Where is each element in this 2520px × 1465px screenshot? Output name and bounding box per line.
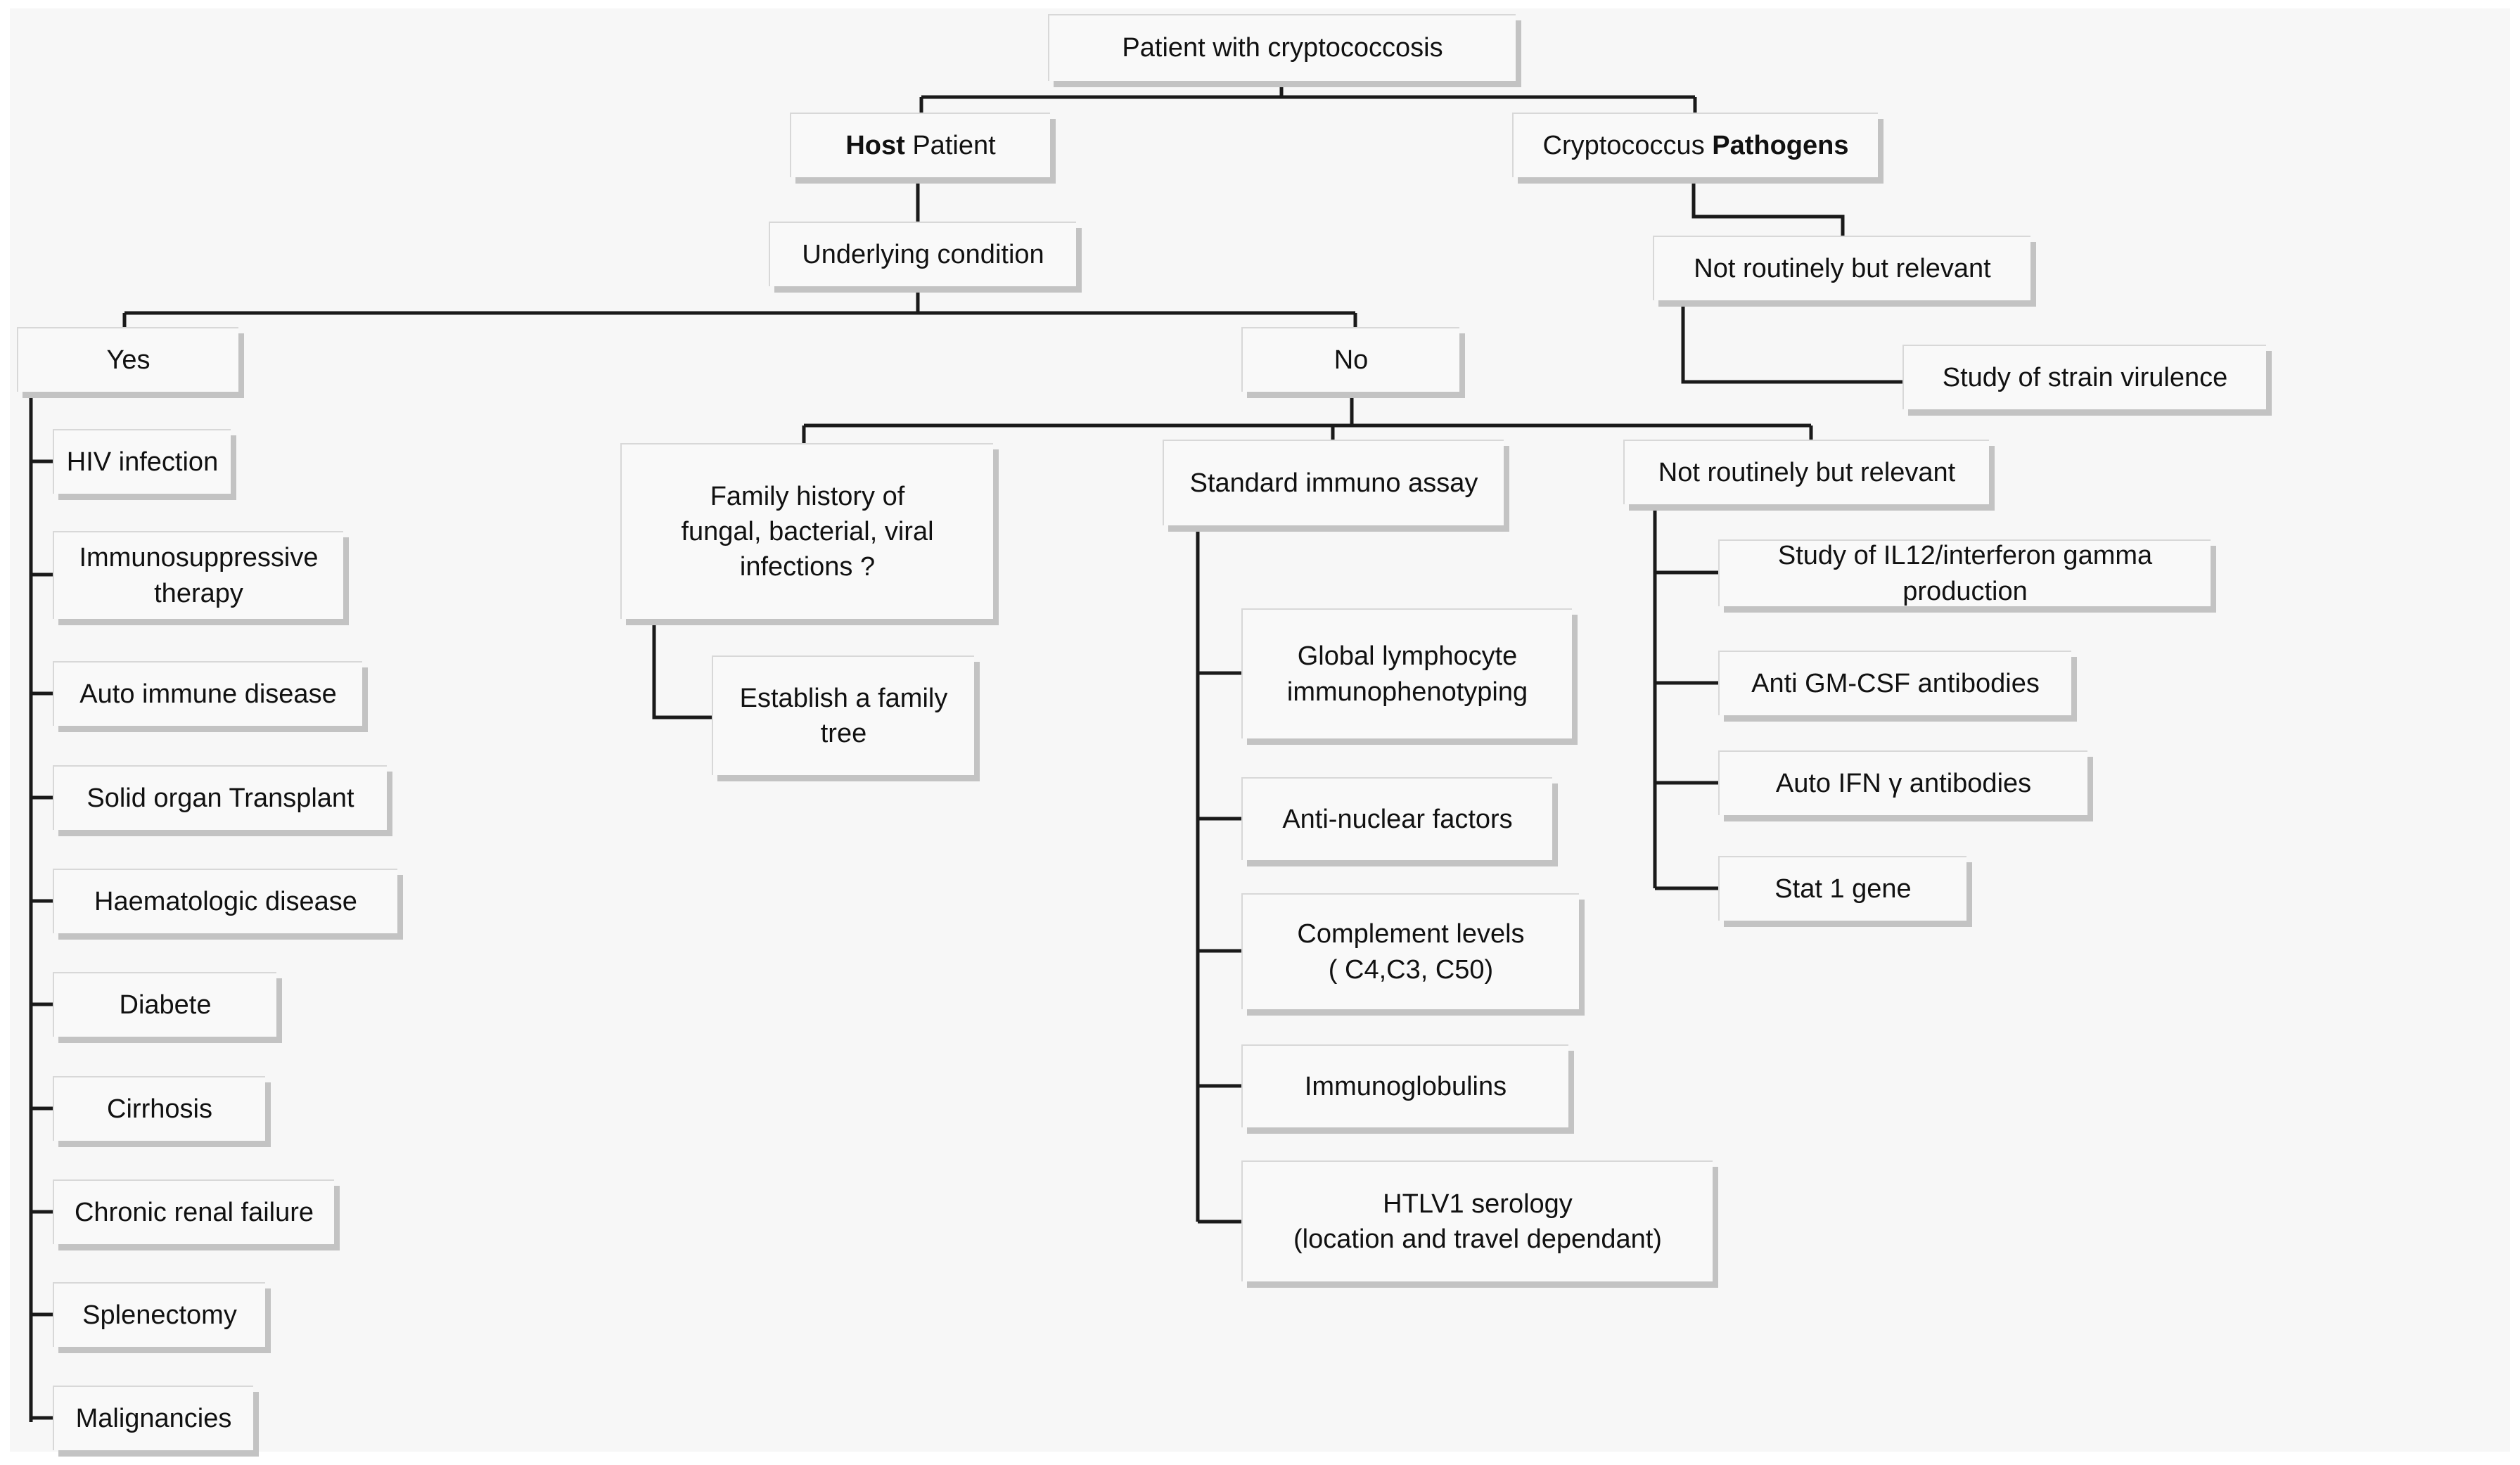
no-relevant-node: Not routinely but relevant — [1623, 440, 1989, 504]
host-label-rest: Patient — [904, 130, 996, 160]
pathogens-label-bold: Pathogens — [1712, 130, 1849, 160]
no-node: No — [1241, 327, 1459, 392]
connector-line — [31, 459, 53, 1420]
relevant-item: Stat 1 gene — [1718, 856, 1966, 921]
strain-virulence-label: Study of strain virulence — [1942, 362, 2228, 392]
yes-item: Haematologic disease — [53, 869, 397, 933]
pathogen-relevant-label: Not routinely but relevant — [1694, 253, 1991, 283]
connector-line — [122, 286, 1357, 327]
pathogens-label-rest: Cryptococcus — [1542, 130, 1713, 160]
yes-item: Splenectomy — [53, 1282, 265, 1347]
connector-line — [802, 392, 1813, 443]
connector-line — [1655, 570, 1718, 890]
yes-item: Malignancies — [53, 1386, 253, 1450]
root-node: Patient with cryptococcosis — [1048, 14, 1516, 81]
standard-assay-item: Immunoglobulins — [1241, 1044, 1568, 1127]
yes-item: Immunosuppressive therapy — [53, 531, 343, 619]
relevant-item: Auto IFN γ antibodies — [1718, 750, 2087, 815]
host-patient-node: Host Patient — [790, 113, 1050, 177]
underlying-condition-node: Underlying condition — [769, 222, 1076, 286]
yes-item: Chronic renal failure — [53, 1179, 334, 1244]
standard-assay-item: Anti-nuclear factors — [1241, 777, 1552, 860]
standard-assay-item: Global lymphocyte immunophenotyping — [1241, 608, 1572, 738]
strain-virulence-node: Study of strain virulence — [1902, 345, 2266, 409]
yes-item: Cirrhosis — [53, 1076, 265, 1141]
root-label: Patient with cryptococcosis — [1122, 33, 1443, 63]
no-label: No — [1333, 345, 1369, 375]
yes-item: Solid organ Transplant — [53, 765, 387, 830]
yes-label: Yes — [106, 345, 151, 375]
standard-assay-node: Standard immuno assay — [1163, 440, 1504, 525]
underlying-condition-label: Underlying condition — [802, 239, 1044, 269]
yes-node: Yes — [17, 327, 238, 392]
connector-line — [1691, 177, 1845, 236]
connector-line — [1198, 671, 1241, 1224]
yes-item: Auto immune disease — [53, 661, 362, 726]
standard-assay-item: HTLV1 serology (location and travel depe… — [1241, 1160, 1713, 1281]
connector-line — [919, 81, 1697, 113]
pathogen-relevant-node: Not routinely but relevant — [1653, 236, 2030, 300]
host-label-bold: Host — [845, 130, 905, 160]
yes-item: HIV infection — [53, 429, 231, 494]
connector-line — [652, 619, 712, 719]
relevant-item: Study of IL12/interferon gamma productio… — [1718, 539, 2211, 606]
relevant-item: Anti GM-CSF antibodies — [1718, 651, 2071, 715]
family-tree-node: Establish a family tree — [712, 655, 974, 775]
standard-assay-item: Complement levels ( C4,C3, C50) — [1241, 893, 1579, 1009]
pathogens-node: Cryptococcus Pathogens — [1512, 113, 1878, 177]
family-history-node: Family history of fungal, bacterial, vir… — [620, 443, 993, 619]
yes-item: Diabete — [53, 972, 276, 1037]
connector-line — [1681, 300, 1902, 384]
